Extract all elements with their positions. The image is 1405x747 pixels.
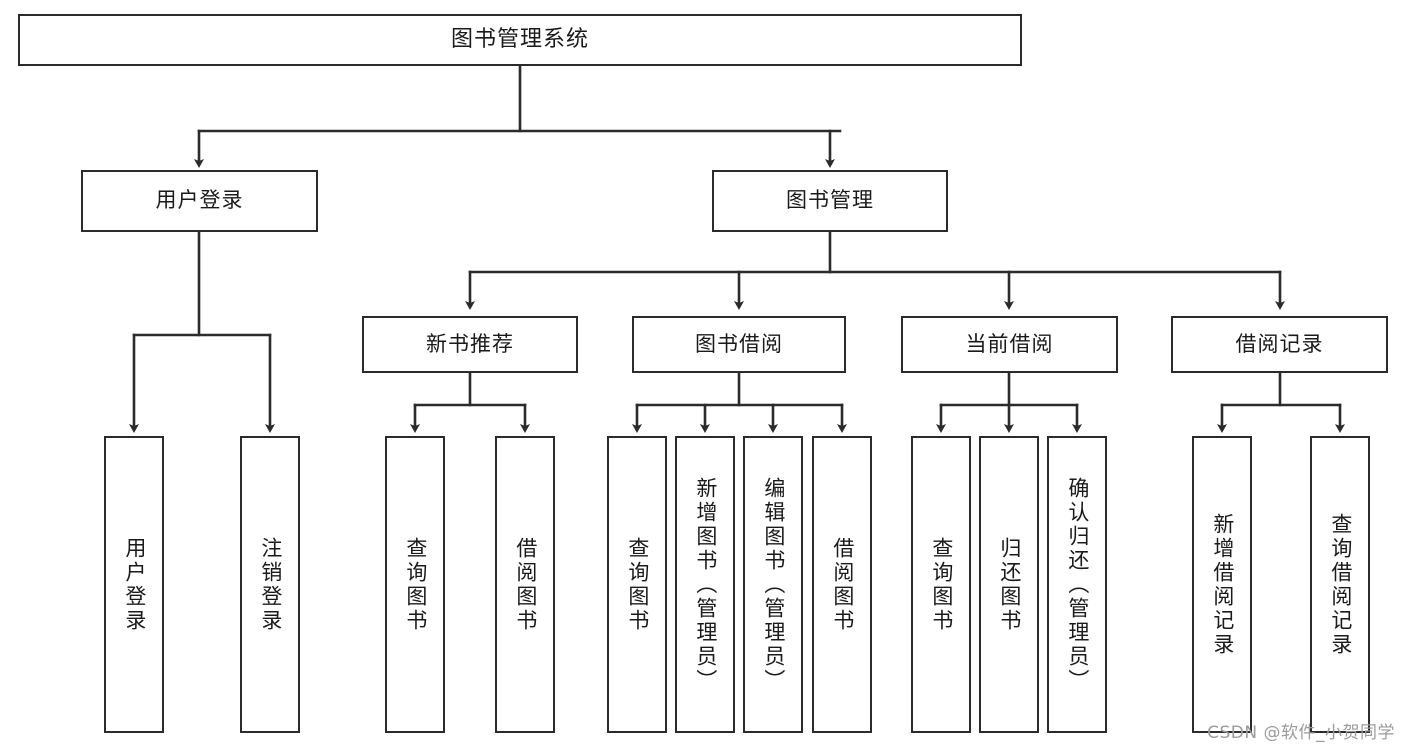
node-label: 图书管理 bbox=[786, 188, 874, 213]
leaf-new-book-borrow[interactable]: 借阅图书 bbox=[495, 436, 555, 733]
leaf-borrow-record-query[interactable]: 查询借阅记录 bbox=[1310, 436, 1370, 733]
node-book-management[interactable]: 图书管理 bbox=[712, 170, 948, 232]
leaf-borrow-record-add[interactable]: 新增借阅记录 bbox=[1192, 436, 1252, 733]
leaf-book-borrow-edit[interactable]: 编辑图书（管理员） bbox=[743, 436, 803, 733]
leaf-current-borrow-return[interactable]: 归还图书 bbox=[979, 436, 1039, 733]
node-current-borrow[interactable]: 当前借阅 bbox=[901, 316, 1118, 373]
leaf-book-borrow-query[interactable]: 查询图书 bbox=[607, 436, 667, 733]
node-label: 借阅图书 bbox=[830, 536, 855, 633]
node-label: 新增借阅记录 bbox=[1210, 512, 1235, 657]
leaf-book-borrow-add[interactable]: 新增图书（管理员） bbox=[675, 436, 735, 733]
leaf-current-borrow-query[interactable]: 查询图书 bbox=[911, 436, 971, 733]
node-label: 当前借阅 bbox=[965, 331, 1054, 356]
node-label: 查询图书 bbox=[625, 536, 650, 633]
node-borrow-record[interactable]: 借阅记录 bbox=[1171, 316, 1388, 373]
node-label: 借阅图书 bbox=[513, 536, 538, 633]
node-label: 图书管理系统 bbox=[450, 27, 589, 53]
leaf-new-book-query[interactable]: 查询图书 bbox=[385, 436, 445, 733]
node-label: 归还图书 bbox=[997, 536, 1022, 633]
node-label: 查询借阅记录 bbox=[1328, 512, 1353, 657]
node-label: 编辑图书（管理员） bbox=[761, 476, 786, 693]
leaf-current-borrow-confirm-return[interactable]: 确认归还（管理员） bbox=[1047, 436, 1107, 733]
node-label: 新书推荐 bbox=[426, 331, 514, 356]
node-label: 查询图书 bbox=[403, 536, 428, 633]
node-label: 确认归还（管理员） bbox=[1065, 476, 1090, 693]
node-user-login[interactable]: 用户登录 bbox=[81, 170, 318, 232]
leaf-book-borrow-borrow[interactable]: 借阅图书 bbox=[812, 436, 872, 733]
node-book-borrow[interactable]: 图书借阅 bbox=[632, 316, 846, 373]
node-label: 用户登录 bbox=[122, 536, 147, 633]
node-label: 用户登录 bbox=[155, 188, 244, 213]
node-label: 图书借阅 bbox=[695, 331, 783, 356]
node-new-book-recommend[interactable]: 新书推荐 bbox=[362, 316, 578, 373]
node-root-system[interactable]: 图书管理系统 bbox=[18, 14, 1022, 66]
node-label: 注销登录 bbox=[258, 536, 283, 633]
leaf-user-login-login[interactable]: 用户登录 bbox=[104, 436, 164, 733]
node-label: 查询图书 bbox=[929, 536, 954, 633]
node-label: 新增图书（管理员） bbox=[693, 476, 718, 693]
node-label: 借阅记录 bbox=[1235, 331, 1324, 356]
leaf-user-login-logout[interactable]: 注销登录 bbox=[240, 436, 300, 733]
